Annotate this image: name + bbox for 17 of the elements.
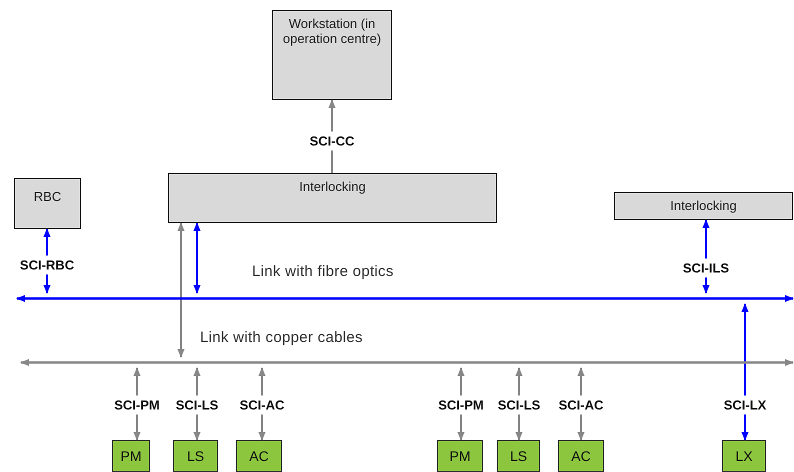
system-box: Workstation (in operation centre) — [272, 10, 392, 100]
arrow — [177, 222, 185, 358]
system-box: Interlocking — [614, 192, 793, 220]
device-box: AC — [236, 440, 282, 472]
device-box: PM — [437, 440, 483, 472]
arrow — [193, 222, 201, 294]
bus-line — [20, 357, 794, 368]
bus-line — [16, 293, 794, 304]
device-box: PM — [112, 440, 150, 472]
device-box: LS — [173, 440, 218, 472]
bus-label: Link with copper cables — [200, 329, 363, 346]
device-box: AC — [558, 440, 604, 472]
device-box: LX — [722, 440, 766, 472]
bus-label: Link with fibre optics — [252, 263, 394, 280]
device-box: LS — [497, 440, 540, 472]
system-box: RBC — [14, 178, 81, 229]
system-box: Interlocking — [168, 173, 497, 223]
